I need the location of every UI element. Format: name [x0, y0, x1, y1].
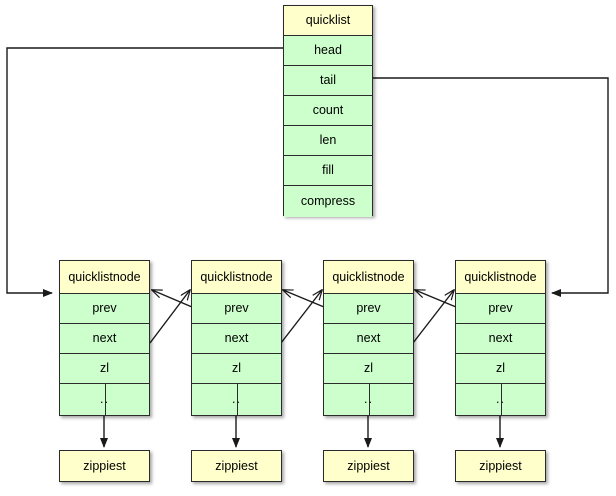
- edge-node3-next-to-node4: [412, 290, 454, 344]
- quicklist-header: quicklist: [284, 6, 372, 36]
- quicklistnode-4-field-zl: zl: [456, 354, 545, 384]
- quicklistnode-4-field-next: next: [456, 324, 545, 354]
- quicklistnode-3-field-prev: prev: [324, 294, 413, 324]
- edge-node2-next-to-node3: [280, 290, 322, 344]
- quicklistnode-4: quicklistnode prev next zl ..: [455, 260, 546, 416]
- quicklistnode-1-field-next: next: [60, 324, 149, 354]
- quicklistnode-3-field-next: next: [324, 324, 413, 354]
- quicklistnode-4-header: quicklistnode: [456, 261, 545, 294]
- quicklistnode-3: quicklistnode prev next zl ..: [323, 260, 414, 416]
- quicklist-field-compress: compress: [284, 186, 372, 217]
- zippiest-box-4: zippiest: [455, 450, 546, 482]
- quicklist-field-len: len: [284, 126, 372, 156]
- zippiest-box-2: zippiest: [191, 450, 282, 482]
- edge-node2-prev-to-node1: [152, 290, 193, 308]
- zippiest-box-1: zippiest: [59, 450, 150, 482]
- zippiest-box-3: zippiest: [323, 450, 414, 482]
- quicklistnode-1-field-prev: prev: [60, 294, 149, 324]
- quicklistnode-3-header: quicklistnode: [324, 261, 413, 294]
- quicklistnode-1: quicklistnode prev next zl ..: [59, 260, 150, 416]
- edge-node4-prev-to-node3: [415, 290, 457, 308]
- edge-head-to-node1: [6, 47, 283, 297]
- quicklistnode-4-field-prev: prev: [456, 294, 545, 324]
- quicklistnode-2-field-prev: prev: [192, 294, 281, 324]
- quicklist-field-fill: fill: [284, 156, 372, 186]
- quicklistnode-1-field-dots: ..: [60, 384, 149, 415]
- quicklistnode-4-field-dots: ..: [456, 384, 545, 415]
- quicklistnode-2-field-dots: ..: [192, 384, 281, 415]
- edge-node3-prev-to-node2: [283, 290, 325, 308]
- quicklistnode-3-field-zl: zl: [324, 354, 413, 384]
- quicklistnode-1-header: quicklistnode: [60, 261, 149, 294]
- quicklistnode-2-header: quicklistnode: [192, 261, 281, 294]
- quicklist-field-count: count: [284, 96, 372, 126]
- quicklist-struct: quicklist head tail count len fill compr…: [283, 5, 373, 217]
- quicklistnode-3-field-dots: ..: [324, 384, 413, 415]
- quicklistnode-1-field-zl: zl: [60, 354, 149, 384]
- quicklist-field-tail: tail: [284, 66, 372, 96]
- quicklist-field-head: head: [284, 36, 372, 66]
- quicklistnode-2: quicklistnode prev next zl ..: [191, 260, 282, 416]
- edge-node1-next-to-node2: [149, 290, 190, 344]
- quicklistnode-2-field-zl: zl: [192, 354, 281, 384]
- quicklistnode-2-field-next: next: [192, 324, 281, 354]
